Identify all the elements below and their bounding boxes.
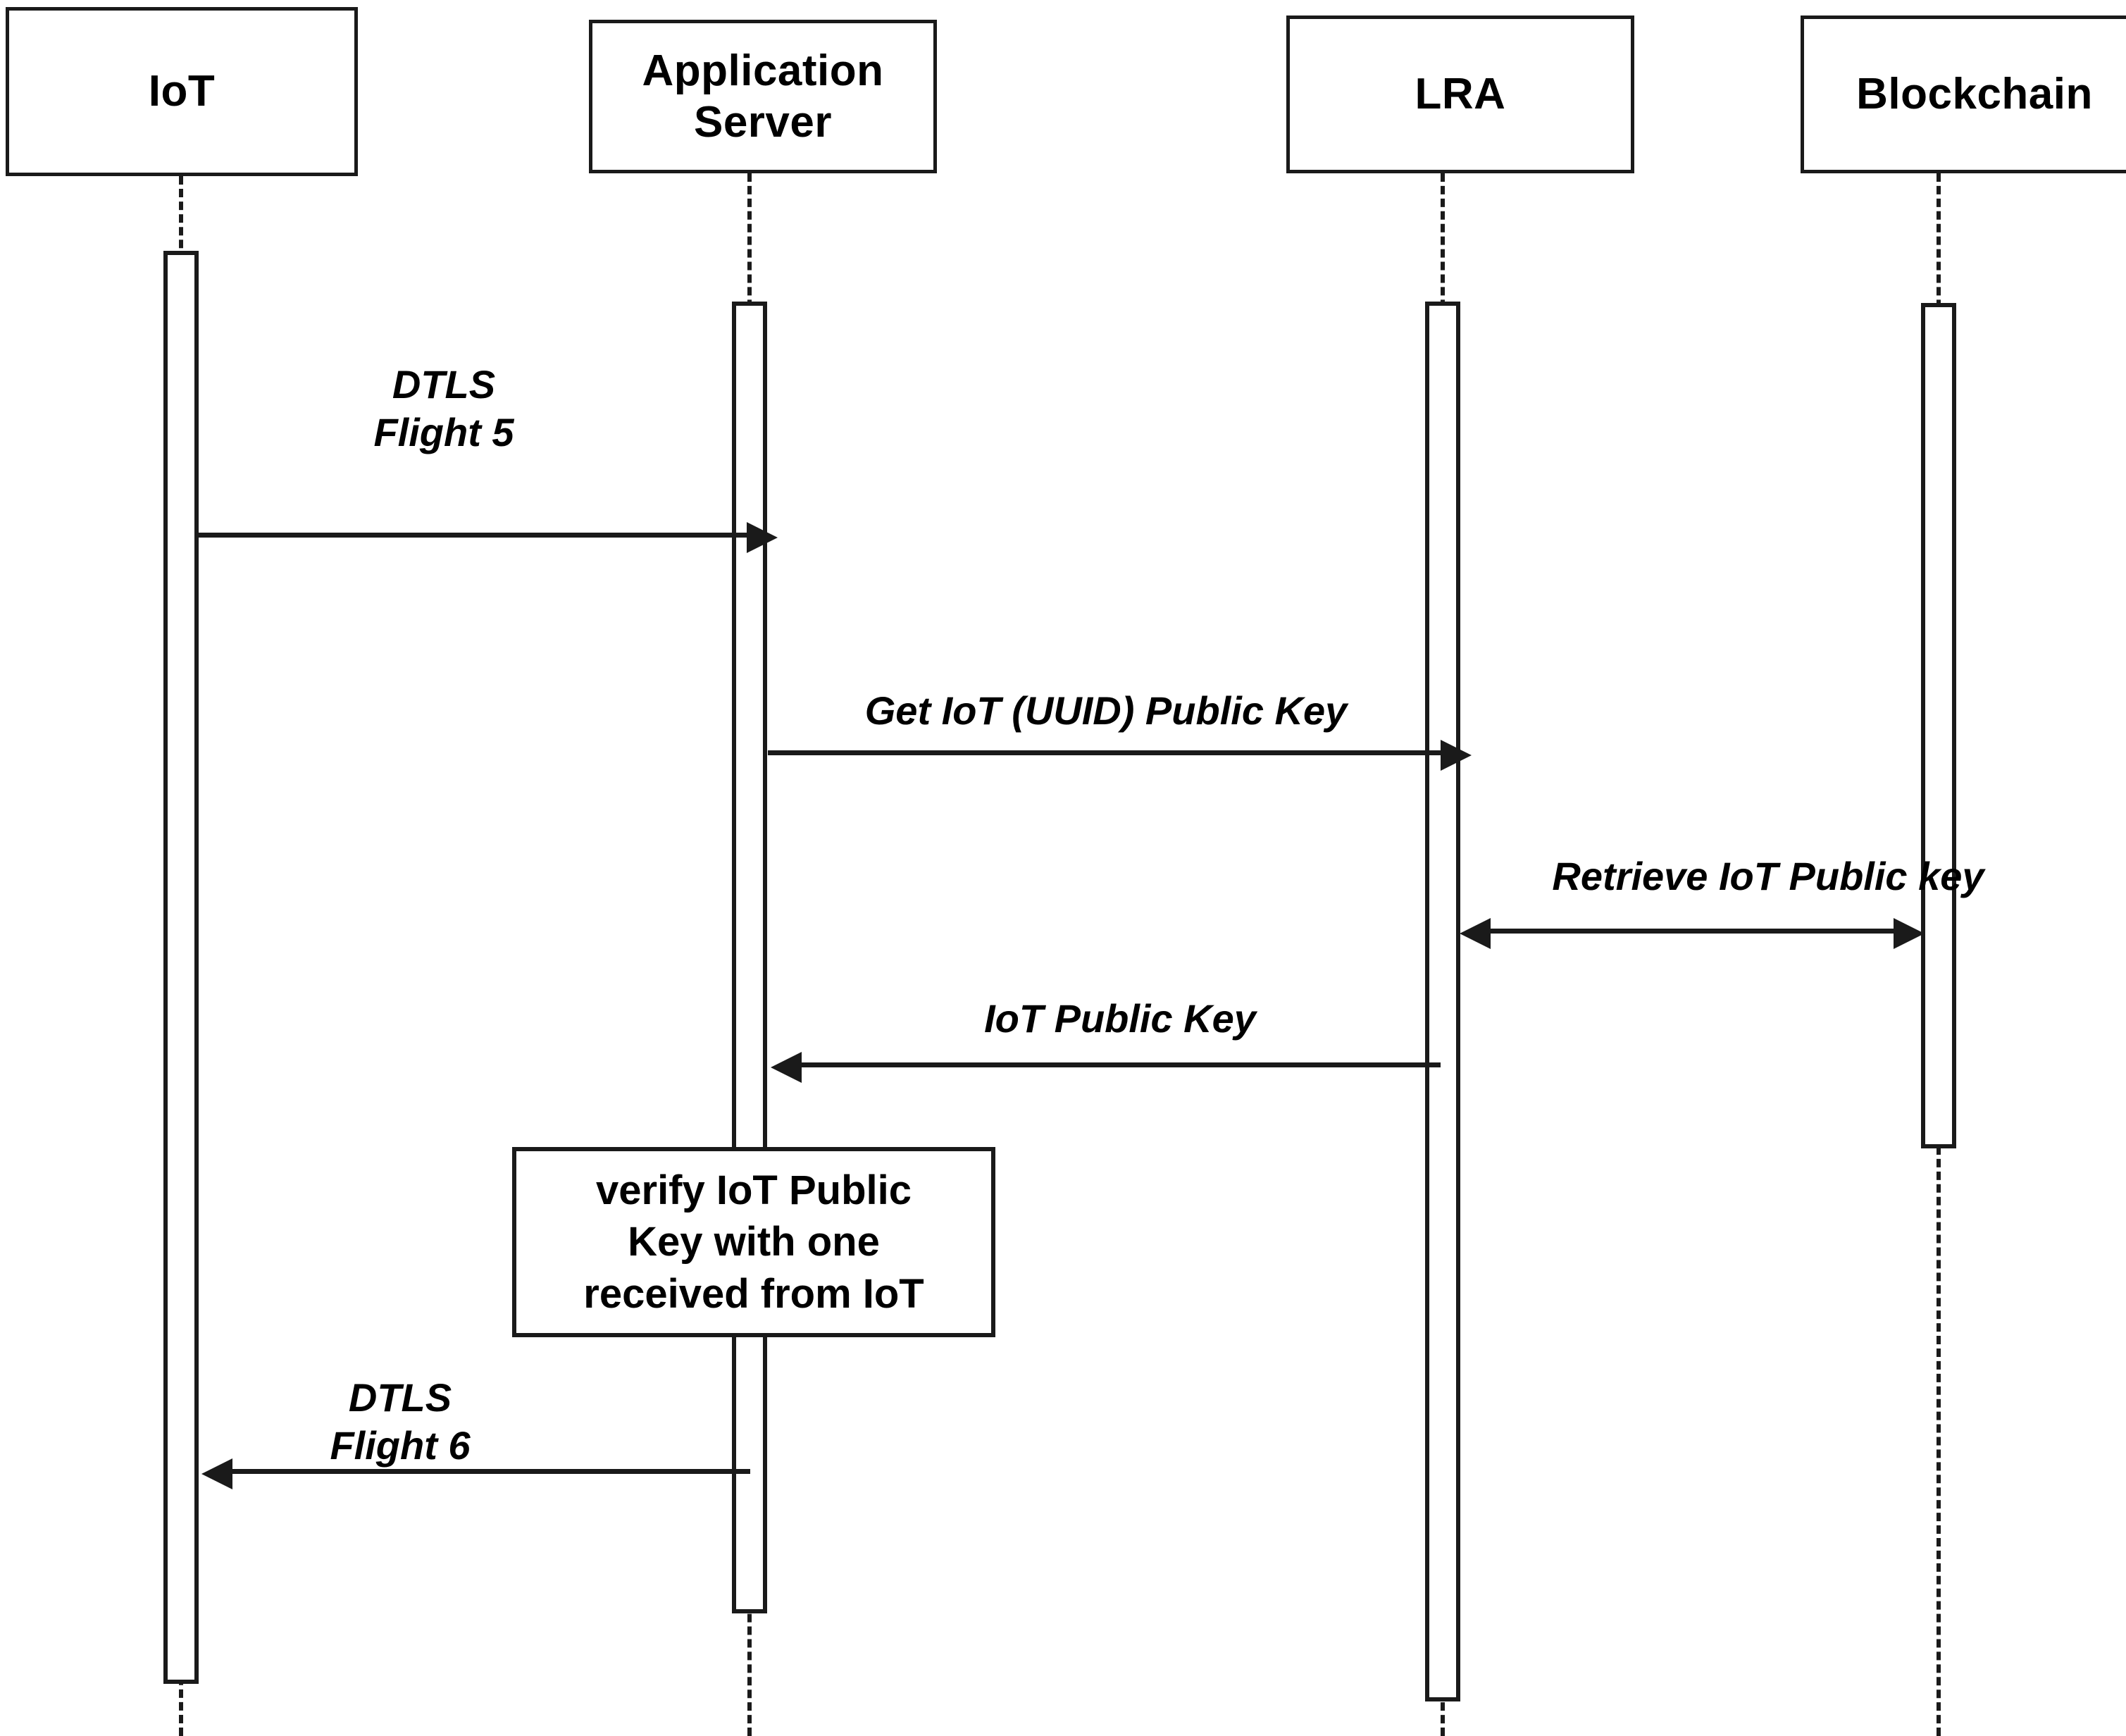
arrowhead-left-icon (201, 1458, 232, 1489)
participant-label-application-server: Application Server (642, 46, 884, 147)
message-arrow-iot-public-key[interactable] (771, 1052, 1441, 1083)
arrowhead-right-icon (1441, 740, 1472, 771)
message-arrow-dtls-flight-5[interactable] (199, 522, 778, 553)
note-text-verify-iot-public-key: verify IoT Public Key with one received … (583, 1167, 924, 1317)
message-arrow-get-iot-uuid-public-key[interactable] (768, 740, 1472, 771)
participant-label-blockchain: Blockchain (1856, 70, 2093, 119)
arrowhead-left-icon (1460, 918, 1491, 949)
message-label-dtls-flight-6: DTLS Flight 6 (330, 1375, 471, 1468)
activation-bar-application-server (732, 302, 767, 1613)
arrowhead-right-icon (1894, 918, 1925, 949)
participant-box-blockchain[interactable]: Blockchain (1801, 16, 2126, 173)
participant-box-lra[interactable]: LRA (1286, 16, 1634, 173)
activation-bar-iot (163, 251, 199, 1684)
activation-bar-blockchain (1921, 303, 1956, 1148)
message-label-dtls-flight-5: DTLS Flight 5 (373, 362, 514, 455)
message-arrow-retrieve-iot-public-key[interactable] (1460, 918, 1925, 949)
arrowhead-right-icon (747, 522, 778, 553)
participant-box-iot[interactable]: IoT (6, 7, 358, 176)
participant-label-iot: IoT (148, 67, 216, 116)
participant-label-lra: LRA (1415, 70, 1506, 119)
message-arrow-dtls-flight-6[interactable] (201, 1458, 750, 1489)
note-box-verify-iot-public-key[interactable]: verify IoT Public Key with one received … (512, 1147, 995, 1337)
message-label-iot-public-key: IoT Public Key (984, 996, 1256, 1041)
participant-box-application-server[interactable]: Application Server (589, 20, 937, 173)
message-label-retrieve-iot-public-key: Retrieve IoT Public key (1552, 854, 1984, 898)
activation-bar-lra (1425, 302, 1460, 1701)
message-label-get-iot-uuid-public-key: Get IoT (UUID) Public Key (864, 688, 1348, 733)
arrowhead-left-icon (771, 1052, 802, 1083)
